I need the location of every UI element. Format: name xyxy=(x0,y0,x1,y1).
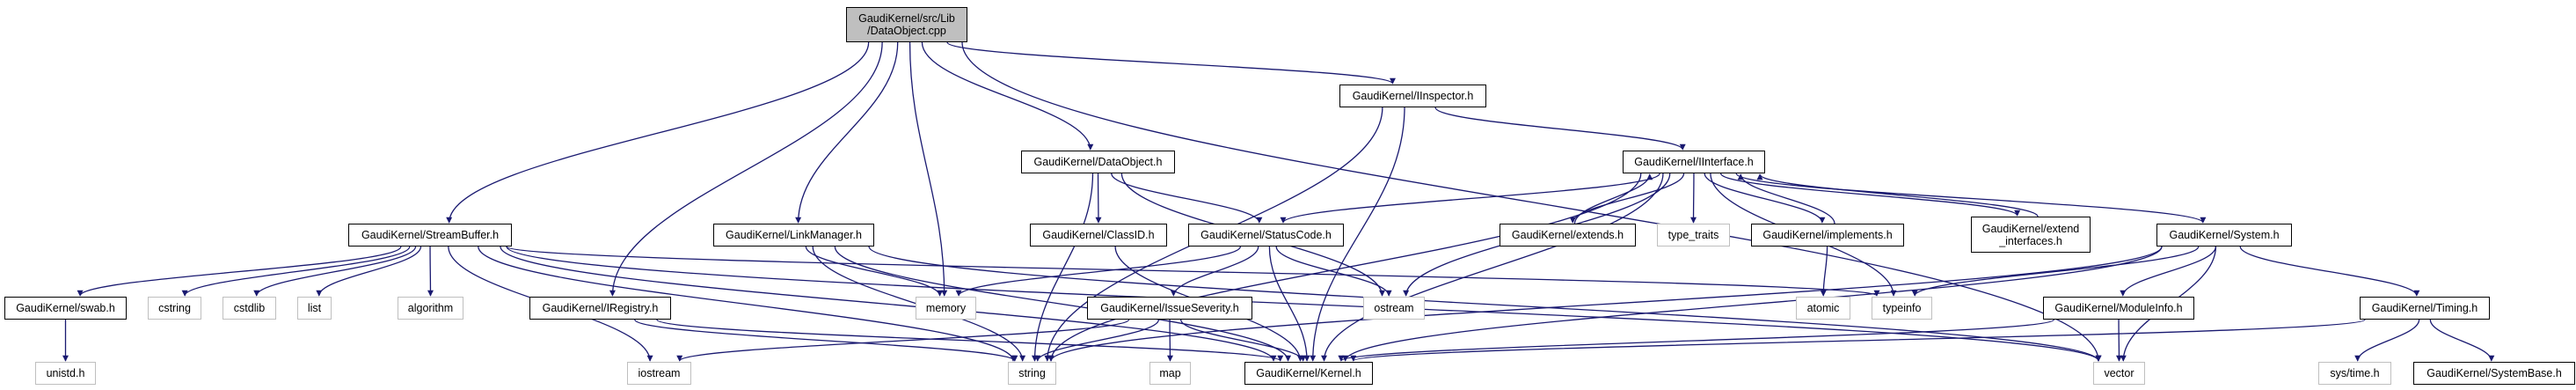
graph-node-swab[interactable]: GaudiKernel/swab.h xyxy=(4,297,127,320)
edge-system-to-string xyxy=(1047,246,2163,362)
edge-iinterface-to-system xyxy=(1735,173,2207,224)
graph-node-issueseverity[interactable]: GaudiKernel/IssueSeverity.h xyxy=(1087,297,1252,320)
edge-streambuffer-to-typeinfo xyxy=(506,246,1880,297)
graph-node-memory: memory xyxy=(916,297,976,320)
graph-node-root[interactable]: GaudiKernel/src/Lib /DataObject.cpp xyxy=(846,7,967,42)
edge-streambuffer-to-vector xyxy=(506,246,2102,362)
edge-iinspector-to-iinterface xyxy=(1434,107,1686,151)
graph-node-system[interactable]: GaudiKernel/System.h xyxy=(2156,224,2292,247)
graph-node-string: string xyxy=(1008,362,1056,385)
edge-iinterface-to-statuscode xyxy=(1280,173,1660,224)
graph-node-systembase[interactable]: GaudiKernel/SystemBase.h xyxy=(2413,362,2575,385)
edge-root-to-streambuffer xyxy=(446,41,870,224)
graph-node-linkmanager[interactable]: GaudiKernel/LinkManager.h xyxy=(713,224,874,247)
graph-node-kernel[interactable]: GaudiKernel/Kernel.h xyxy=(1244,362,1373,385)
edge-system-to-timing xyxy=(2239,246,2420,297)
edge-issueseverity-to-kernel xyxy=(1179,319,1307,362)
edge-statuscode-to-kernel xyxy=(1268,246,1310,362)
graph-node-map: map xyxy=(1149,362,1191,385)
edge-iinterface-to-extends xyxy=(1569,173,1685,224)
edge-linkmanager-to-kernel xyxy=(834,246,1292,362)
graph-node-vector: vector xyxy=(2093,362,2145,385)
graph-node-type-traits: type_traits xyxy=(1657,224,1730,247)
edge-root-to-memory xyxy=(909,41,948,297)
edge-root-to-linkmanager xyxy=(795,41,899,224)
graph-node-cstring: cstring xyxy=(148,297,201,320)
edge-streambuffer-to-cstdlib xyxy=(253,246,417,297)
graph-node-list: list xyxy=(297,297,332,320)
graph-node-implements[interactable]: GaudiKernel/implements.h xyxy=(1751,224,1904,247)
graph-node-extends[interactable]: GaudiKernel/extends.h xyxy=(1500,224,1636,247)
graph-node-dataobject-h[interactable]: GaudiKernel/DataObject.h xyxy=(1021,151,1175,173)
edge-iinterface-to-extend_interfaces xyxy=(1719,173,2021,217)
graph-node-algorithm: algorithm xyxy=(398,297,463,320)
edge-root-to-dataobject_h xyxy=(921,41,1094,151)
graph-node-timing[interactable]: GaudiKernel/Timing.h xyxy=(2360,297,2490,320)
graph-node-iinterface[interactable]: GaudiKernel/IInterface.h xyxy=(1623,151,1765,173)
edge-statuscode-to-issueseverity xyxy=(1170,246,1259,297)
edge-streambuffer-to-swab xyxy=(77,246,402,297)
edge-dataobject_h-to-string xyxy=(1032,173,1094,362)
graph-node-streambuffer[interactable]: GaudiKernel/StreamBuffer.h xyxy=(348,224,512,247)
edge-streambuffer-to-list xyxy=(316,246,422,297)
graph-node-typeinfo: typeinfo xyxy=(1872,297,1932,320)
graph-node-iregistry[interactable]: GaudiKernel/IRegistry.h xyxy=(529,297,671,320)
edge-iregistry-to-string xyxy=(634,319,1018,362)
edge-timing-to-kernel xyxy=(1350,319,2366,362)
edge-iinterface-to-implements xyxy=(1704,173,1826,224)
graph-node-cstdlib: cstdlib xyxy=(223,297,276,320)
graph-node-systime: sys/time.h xyxy=(2318,362,2391,385)
edge-implements-to-iinterface xyxy=(1737,173,1835,224)
edge-linkmanager-to-memory xyxy=(805,246,944,297)
edge-system-to-kernel xyxy=(1342,246,2163,362)
graph-node-iostream: iostream xyxy=(627,362,691,385)
edge-extends-to-iinterface xyxy=(1573,173,1653,224)
graph-node-moduleinfo[interactable]: GaudiKernel/ModuleInfo.h xyxy=(2043,297,2194,320)
graph-node-ostream: ostream xyxy=(1363,297,1425,320)
edge-timing-to-systembase xyxy=(2429,319,2495,362)
graph-node-statuscode[interactable]: GaudiKernel/StatusCode.h xyxy=(1188,224,1344,247)
edge-streambuffer-to-string xyxy=(478,246,1017,362)
edge-streambuffer-to-kernel xyxy=(500,246,1277,362)
edge-system-to-typeinfo xyxy=(1911,246,2200,297)
edge-root-to-vector xyxy=(961,41,2102,362)
edge-extend_interfaces-to-iinterface xyxy=(1756,173,2039,217)
graph-node-unistd: unistd.h xyxy=(35,362,96,385)
edge-issueseverity-to-string xyxy=(1034,319,1160,362)
graph-node-iinspector[interactable]: GaudiKernel/IInspector.h xyxy=(1339,85,1486,107)
edge-system-to-moduleinfo xyxy=(2120,246,2217,297)
edge-streambuffer-to-cstring xyxy=(181,246,411,297)
edge-moduleinfo-to-kernel xyxy=(1338,319,2054,362)
graph-node-extend-interfaces[interactable]: GaudiKernel/extend _interfaces.h xyxy=(1971,217,2091,253)
graph-node-classid[interactable]: GaudiKernel/ClassID.h xyxy=(1030,224,1167,247)
edge-iregistry-to-kernel xyxy=(656,319,1284,362)
edge-iinterface-to-kernel xyxy=(1321,173,1664,362)
edge-dataobject_h-to-statuscode xyxy=(1111,173,1263,224)
edge-timing-to-systime xyxy=(2354,319,2420,362)
edge-statuscode-to-memory xyxy=(955,246,1242,297)
edge-statuscode-to-ostream xyxy=(1275,246,1392,297)
graph-node-atomic: atomic xyxy=(1796,297,1850,320)
edge-root-to-iinspector xyxy=(946,41,1396,85)
edge-linkmanager-to-vector xyxy=(868,246,2102,362)
edge-issueseverity-to-iostream xyxy=(676,319,1130,362)
edge-implements-to-atomic xyxy=(1820,246,1828,297)
